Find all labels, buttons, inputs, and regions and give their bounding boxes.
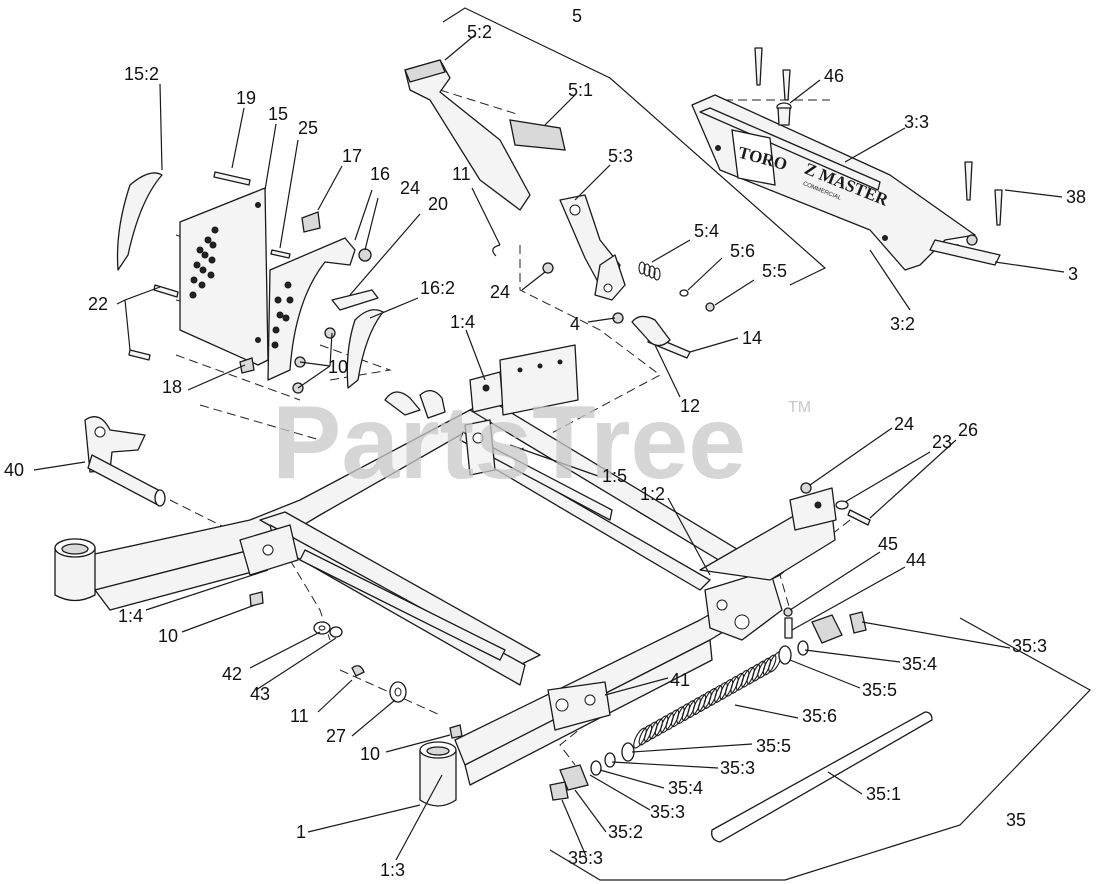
callout-1-4-b: 1:4 <box>118 606 143 626</box>
callout-1-2: 1:2 <box>640 484 665 504</box>
callout-24-b: 24 <box>490 282 510 302</box>
part-15-plate <box>179 187 269 366</box>
callout-19: 19 <box>236 88 256 108</box>
callout-35-4-b: 35:4 <box>668 778 703 798</box>
callout-35-3-b: 35:3 <box>720 758 755 778</box>
callout-11-b: 11 <box>290 706 309 726</box>
plate-holes <box>189 226 219 299</box>
callout-10-b: 10 <box>158 626 178 646</box>
group-brackets <box>442 7 1091 881</box>
callout-35-5-a: 35:5 <box>862 680 897 700</box>
callout-40: 40 <box>4 460 24 480</box>
callout-5-3: 5:3 <box>608 146 633 166</box>
callout-15: 15 <box>268 104 288 124</box>
callout-11-a: 11 <box>452 164 471 184</box>
callout-42: 42 <box>222 664 242 684</box>
callout-labels: 5:2 5 5:1 46 3:3 38 3 3:2 15:2 19 15 25 … <box>4 6 1086 880</box>
callout-25: 25 <box>298 118 318 138</box>
callout-3-3: 3:3 <box>904 112 929 132</box>
fasteners <box>128 171 871 739</box>
callout-24-a: 24 <box>400 178 420 198</box>
part-5-pedal <box>404 59 715 312</box>
callout-16-2: 16:2 <box>420 278 455 298</box>
callout-35-4-a: 35:4 <box>902 654 937 674</box>
callout-1-4-a: 1:4 <box>450 312 475 332</box>
callout-35: 35 <box>1006 810 1026 830</box>
callout-20: 20 <box>428 194 448 214</box>
part-40-pivot-shaft <box>84 416 166 507</box>
main-frame <box>54 344 837 807</box>
leader-lines <box>33 34 1065 861</box>
callout-27: 27 <box>326 726 346 746</box>
callout-3-2: 3:2 <box>890 314 915 334</box>
callout-5-2: 5:2 <box>467 22 492 42</box>
callout-16: 16 <box>370 164 390 184</box>
callout-1-5: 1:5 <box>602 466 627 486</box>
bracket-holes <box>271 281 294 349</box>
callout-46: 46 <box>824 66 844 86</box>
callout-3: 3 <box>1068 264 1078 284</box>
part-3-cover: TORO Z MASTER COMMERCIAL <box>691 47 1003 271</box>
part-16-2-strip <box>346 309 384 389</box>
callout-26: 26 <box>958 420 978 440</box>
callout-44: 44 <box>906 550 926 570</box>
callout-10-c: 10 <box>360 744 380 764</box>
callout-4: 4 <box>570 314 580 334</box>
callout-22: 22 <box>88 294 108 314</box>
callout-35-3-c: 35:3 <box>650 802 685 822</box>
part-35-spring-assembly <box>549 611 933 843</box>
callout-1: 1 <box>296 822 306 842</box>
callout-35-5-b: 35:5 <box>756 736 791 756</box>
callout-12: 12 <box>680 396 700 416</box>
callout-35-3-a: 35:3 <box>1012 636 1047 656</box>
callout-43: 43 <box>250 684 270 704</box>
watermark-tm: TM <box>788 399 811 416</box>
part-16-bracket <box>267 211 379 381</box>
callout-5-1: 5:1 <box>568 80 593 100</box>
callout-5-5: 5:5 <box>762 261 787 281</box>
part-15-2-strip <box>116 172 163 271</box>
callout-15-2: 15:2 <box>124 64 159 84</box>
callout-14: 14 <box>742 328 762 348</box>
callout-41: 41 <box>670 670 690 690</box>
callout-18: 18 <box>162 377 182 397</box>
watermark: PartsTree TM <box>272 385 811 501</box>
callout-35-1: 35:1 <box>866 784 901 804</box>
callout-5-6: 5:6 <box>730 241 755 261</box>
callout-1-3: 1:3 <box>380 860 405 880</box>
callout-24-c: 24 <box>894 414 914 434</box>
watermark-text: PartsTree <box>272 385 746 501</box>
callout-5-4: 5:4 <box>694 221 719 241</box>
callout-10-a: 10 <box>328 357 348 377</box>
callout-38: 38 <box>1066 187 1086 207</box>
spring-5-4 <box>638 261 661 281</box>
callout-45: 45 <box>878 534 898 554</box>
callout-35-6: 35:6 <box>802 706 837 726</box>
spring-35-6 <box>633 651 782 749</box>
callout-35-3-d: 35:3 <box>568 848 603 868</box>
callout-35-2: 35:2 <box>608 822 643 842</box>
callout-17: 17 <box>342 146 362 166</box>
callout-5: 5 <box>572 6 582 26</box>
callout-23: 23 <box>932 432 952 452</box>
